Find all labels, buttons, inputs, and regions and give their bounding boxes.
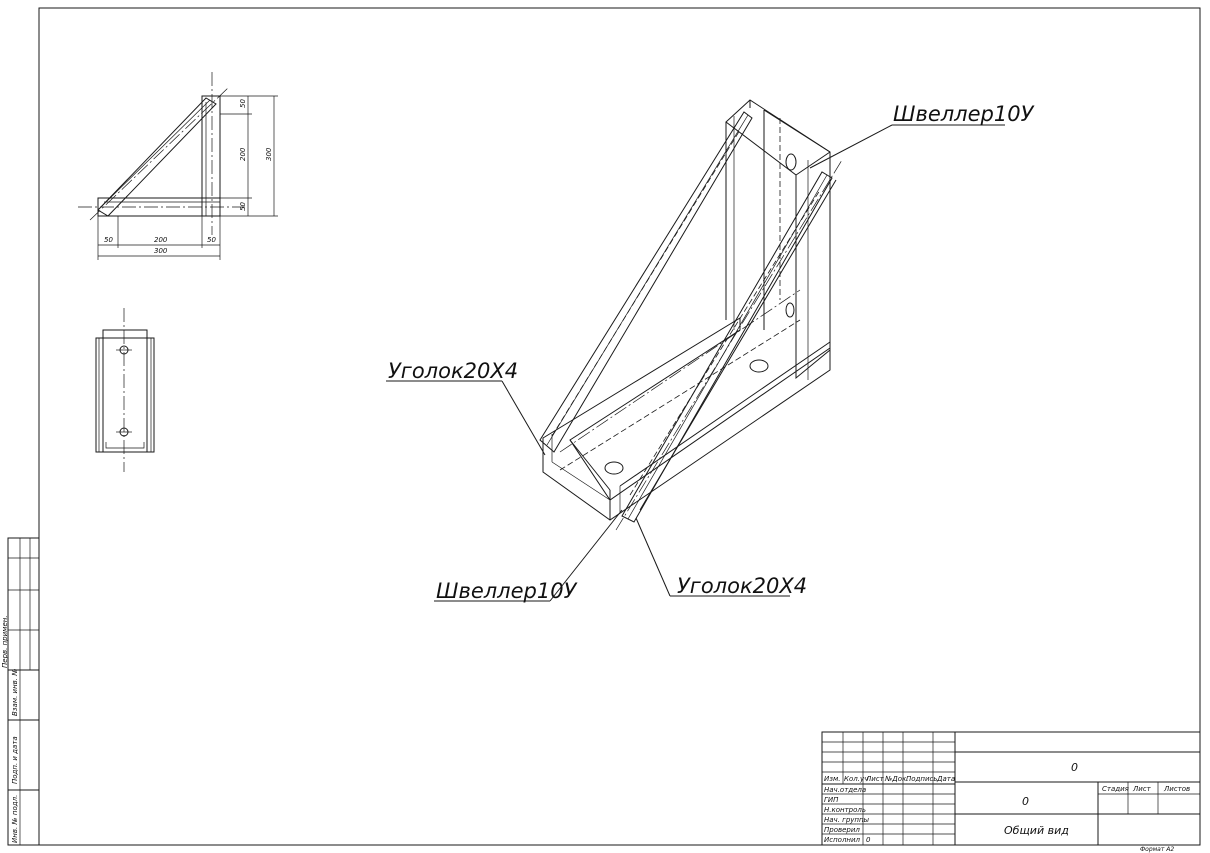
side-stamp-perv-primen: Перв. примен.	[1, 615, 9, 668]
tb-title: Общий вид	[1004, 824, 1069, 837]
tb-proveril: Проверил	[824, 826, 860, 834]
tb-ispolnil-value: 0	[866, 836, 871, 844]
dim-right-200: 200	[239, 147, 247, 161]
tb-stadiya: Стадия	[1102, 785, 1129, 793]
label-angle-bottom: Уголок20Х4	[677, 574, 807, 598]
tb-data: Дата	[936, 775, 955, 783]
tb-ispolnil: Исполнил	[824, 836, 861, 844]
tb-nach-otd: Нач.отдела	[824, 786, 866, 794]
side-stamp: Перв. примен. Взам. инв. № Подп. и дата …	[1, 537, 40, 846]
tb-name: 0	[1022, 795, 1029, 808]
tb-designation: 0	[1071, 761, 1078, 774]
side-stamp-vzam-inv: Взам. инв. №	[11, 668, 19, 716]
label-angle-left: Уголок20Х4	[388, 359, 518, 383]
tb-podpis: Подпись	[906, 775, 938, 783]
tb-nach-gruppy: Нач. группы	[824, 816, 870, 824]
front-view: 50 200 300 50 50 200 50 300	[78, 72, 278, 260]
side-stamp-podp-data: Подп. и дата	[11, 736, 19, 784]
title-block	[821, 731, 1201, 846]
tb-n-kontrol: Н.контроль	[824, 806, 866, 814]
format-label: Формат А2	[1140, 846, 1174, 853]
dim-bottom-300: 300	[154, 247, 168, 255]
label-channel-top: Швеллер10У	[893, 102, 1035, 126]
tb-izm: Изм.	[824, 775, 840, 783]
side-stamp-inv-podl: Инв. № подл.	[11, 795, 19, 843]
dim-right-50-top: 50	[239, 99, 247, 108]
label-channel-bottom: Швеллер10У	[436, 579, 578, 603]
dim-bottom-50-right: 50	[207, 236, 216, 244]
tb-kol-uch: Кол.уч	[844, 775, 868, 783]
sheet-frame	[38, 7, 1201, 846]
tb-gip: ГИП	[824, 796, 839, 804]
dim-right-300: 300	[265, 147, 273, 161]
tb-list: Лист	[865, 775, 885, 783]
tb-list-label: Лист	[1132, 785, 1152, 793]
dim-bottom-50-left: 50	[104, 236, 113, 244]
dim-right-50-bottom: 50	[239, 202, 247, 211]
leader-lines	[386, 124, 1005, 602]
dim-bottom-200: 200	[154, 236, 168, 244]
tb-listov: Листов	[1163, 785, 1190, 793]
side-view	[95, 308, 155, 472]
isometric-view	[539, 99, 843, 531]
tb-no-dok: №Док.	[884, 775, 909, 783]
